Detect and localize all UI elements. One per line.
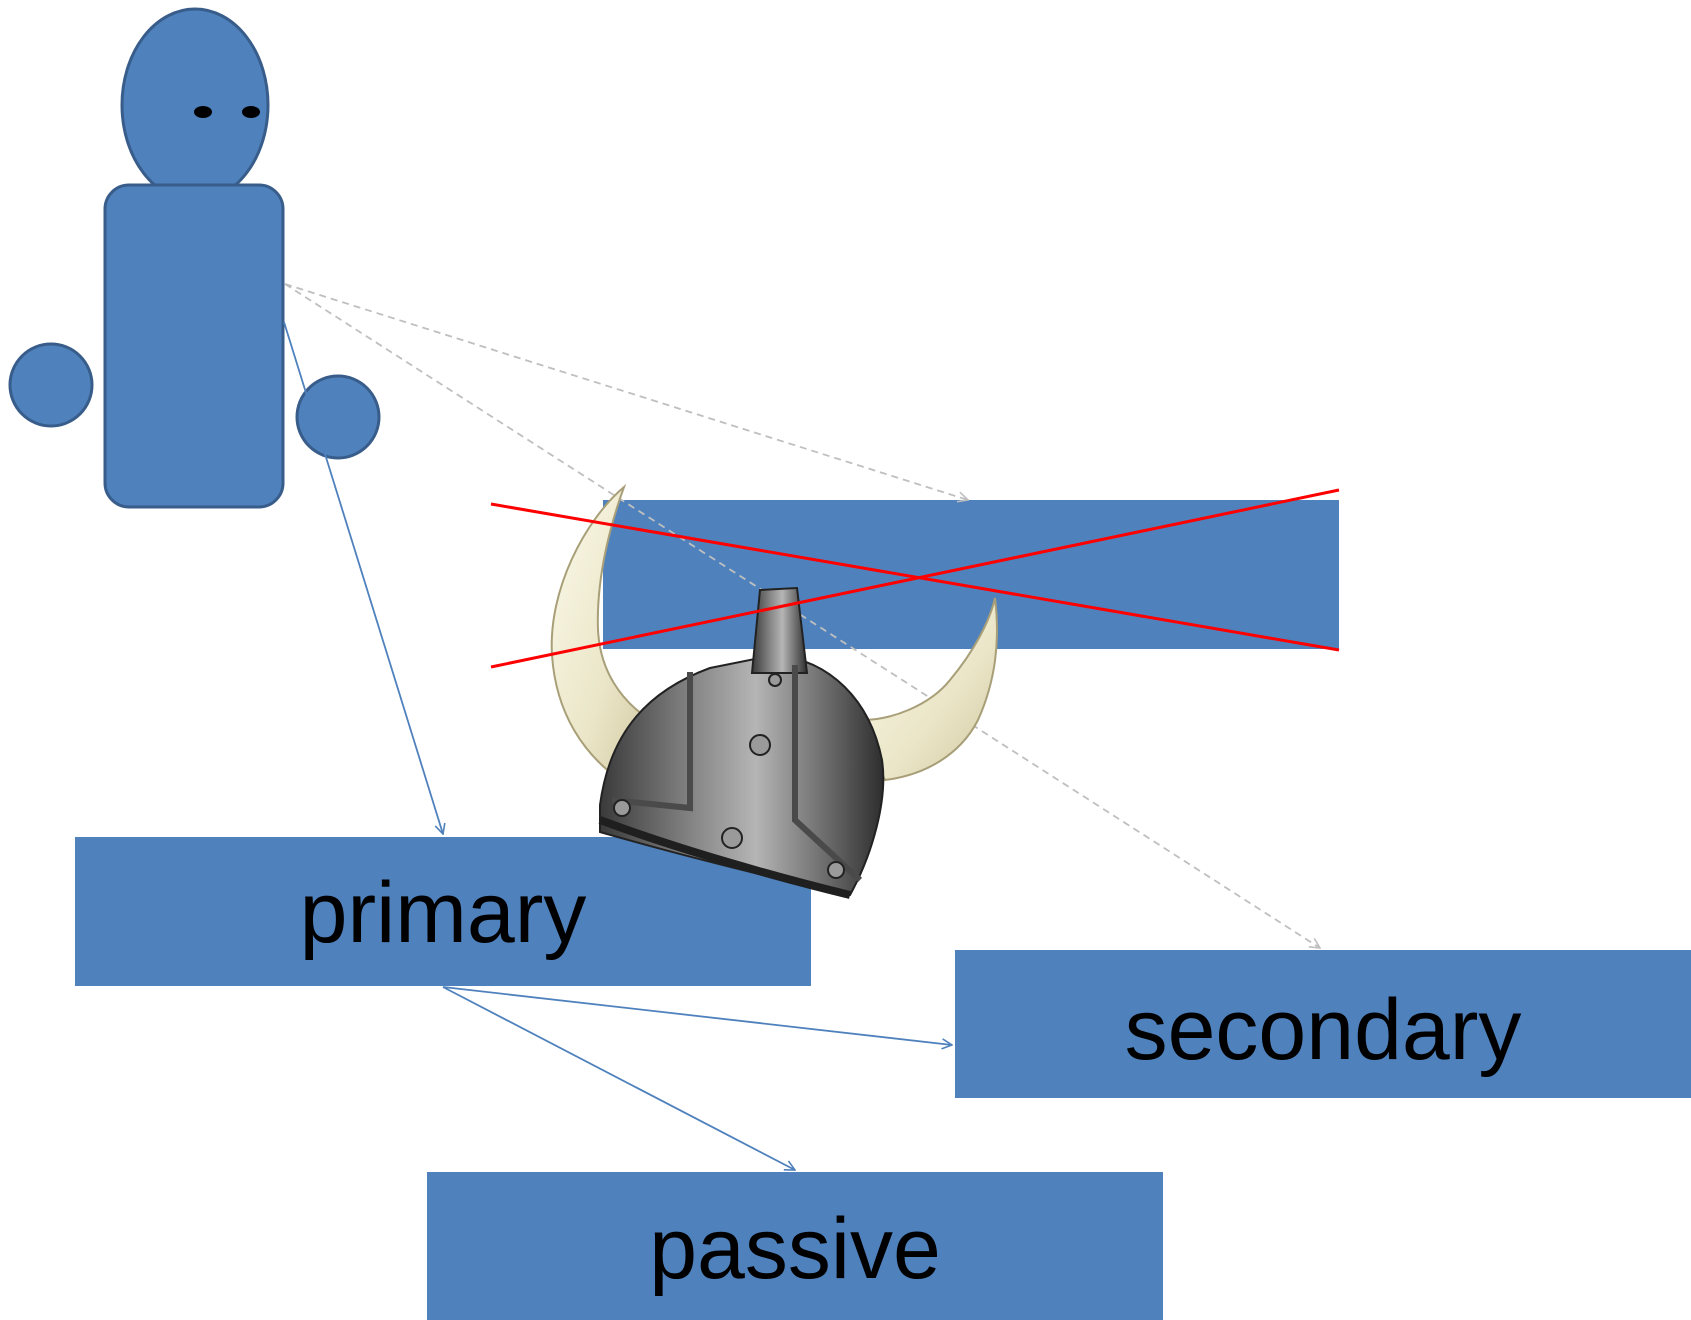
person-eye-right bbox=[242, 106, 260, 118]
edge-person-to-primary bbox=[283, 321, 443, 834]
person-hand-left bbox=[8, 342, 94, 428]
helmet-rivet bbox=[768, 673, 782, 687]
edge-primary-to-secondary bbox=[442, 986, 952, 1045]
edge-person-to-crossed-out bbox=[284, 283, 968, 500]
crossed-out-node bbox=[603, 500, 1339, 649]
helmet-rivet bbox=[721, 827, 743, 849]
person-head bbox=[120, 7, 270, 203]
primary-node bbox=[75, 837, 811, 986]
viking-helmet-icon bbox=[550, 483, 998, 899]
person-eye-left bbox=[194, 106, 212, 118]
helmet-horn-right bbox=[853, 597, 998, 782]
person-figure bbox=[8, 7, 381, 509]
helmet-band-left bbox=[611, 672, 693, 812]
helmet-spike bbox=[750, 586, 809, 674]
passive-label: passive bbox=[649, 1201, 941, 1297]
secondary-node bbox=[955, 950, 1691, 1098]
helmet-rim bbox=[598, 816, 851, 899]
helmet-rivet bbox=[749, 734, 771, 756]
secondary-label: secondary bbox=[1125, 982, 1522, 1078]
edge-primary-to-passive bbox=[442, 986, 795, 1170]
primary-label: primary bbox=[300, 865, 587, 961]
cross-out-line-2 bbox=[490, 488, 1340, 669]
person-body bbox=[103, 183, 285, 509]
edge-person-to-secondary bbox=[284, 283, 1320, 948]
helmet-band-right bbox=[792, 665, 863, 883]
helmet-rivet bbox=[827, 861, 845, 879]
helmet-rivet bbox=[613, 799, 631, 817]
passive-node bbox=[427, 1172, 1163, 1320]
person-hand-right bbox=[295, 374, 381, 460]
